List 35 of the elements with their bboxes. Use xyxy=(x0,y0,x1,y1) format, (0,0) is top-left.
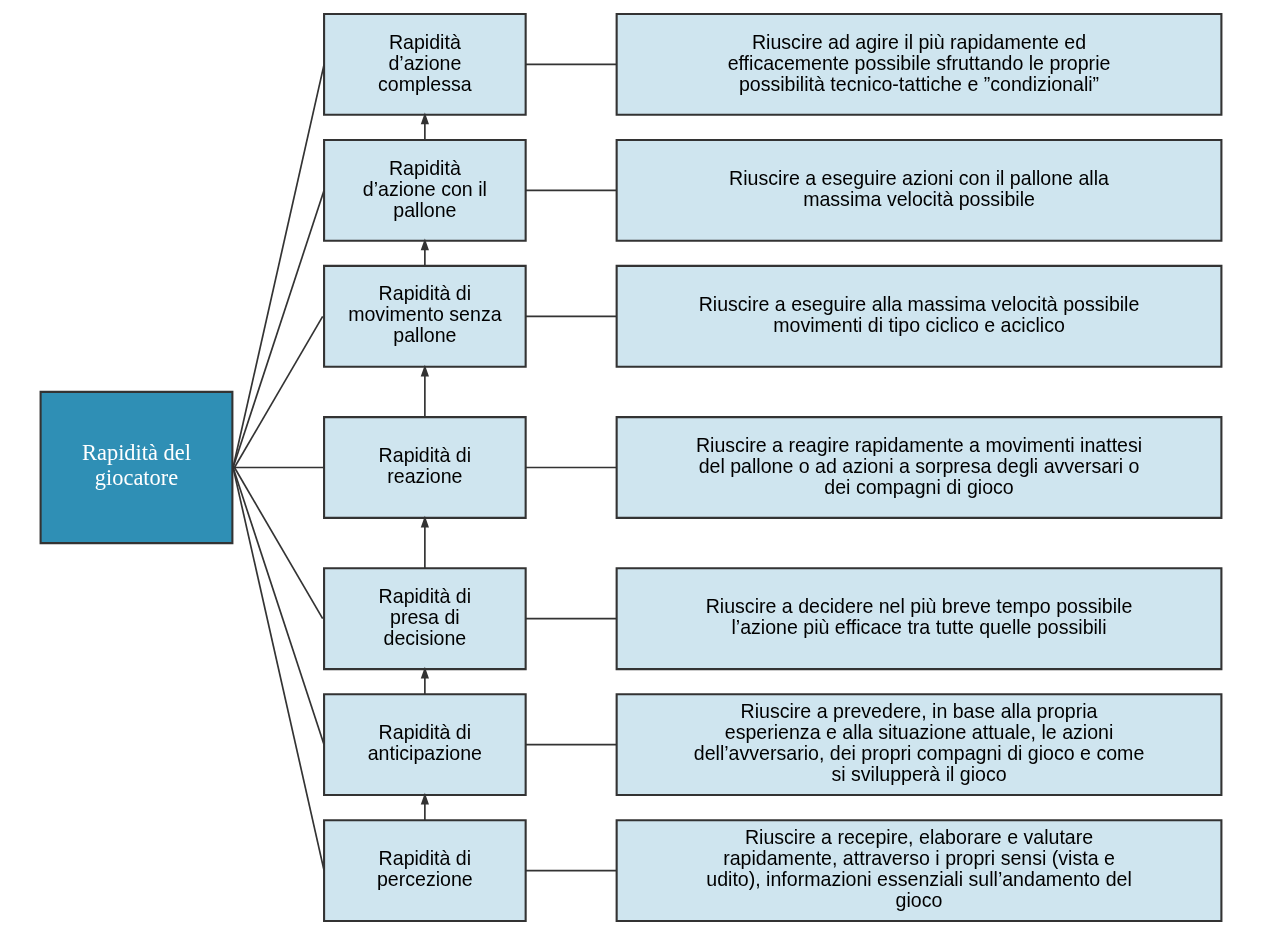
connector xyxy=(524,189,618,192)
node-box: Rapidità del giocatore xyxy=(39,390,234,545)
connector xyxy=(232,466,325,746)
node-box: Riuscire a decidere nel più breve tempo possibile l’azione più efficace tra tutte quelle possibili xyxy=(615,567,1223,671)
connector xyxy=(524,617,618,620)
node-box: Riuscire a reagire rapidamente a movimenti inattesi del pallone o ad azioni a sorpresa degli avversari o dei compagni di gioco xyxy=(615,416,1223,519)
connector xyxy=(233,466,324,620)
connector xyxy=(233,315,324,469)
connector xyxy=(232,189,325,469)
node-box: Rapidità d’azione complessa xyxy=(323,12,527,116)
arrow xyxy=(420,238,429,267)
arrow xyxy=(420,515,429,570)
node-box: Rapidità d’azione con il pallone xyxy=(323,138,527,242)
node-box: Riuscire ad agire il più rapidamente ed efficacemente possibile sfruttando le proprie possibilità tecnico-tattiche e ”condizionali” xyxy=(615,12,1223,116)
node-box: Riuscire a prevedere, in base alla propria esperienza e alla situazione attuale, le azioni dell’avversario, dei propri compagni di gioco e come si svilupperà il gioco xyxy=(615,693,1223,797)
node-box: Riuscire a eseguire alla massima velocità possibile movimenti di tipo ciclico e aciclico xyxy=(615,264,1223,368)
node-box: Rapidità di anticipazione xyxy=(323,693,527,797)
connector xyxy=(232,63,325,469)
connector xyxy=(524,869,618,872)
connector xyxy=(524,63,618,66)
connector xyxy=(231,466,325,469)
arrow xyxy=(420,792,429,822)
connector xyxy=(524,315,618,318)
arrow xyxy=(420,364,429,418)
node-box: Riuscire a recepire, elaborare e valutare rapidamente, attraverso i propri sensi (vista e udito), informazioni essenziali sull’andamento del gioco xyxy=(615,819,1223,923)
node-box: Rapidità di movimento senza pallone xyxy=(323,264,527,368)
connector xyxy=(524,743,618,746)
node-box: Rapidità di percezione xyxy=(323,819,527,923)
node-box: Rapidità di reazione xyxy=(323,416,527,519)
arrow xyxy=(420,112,429,141)
node-box: Riuscire a eseguire azioni con il pallone alla massima velocità possibile xyxy=(615,138,1223,242)
connector xyxy=(524,466,618,469)
node-box: Rapidità di presa di decisione xyxy=(323,567,527,671)
arrow xyxy=(420,666,429,696)
connector xyxy=(232,466,325,872)
